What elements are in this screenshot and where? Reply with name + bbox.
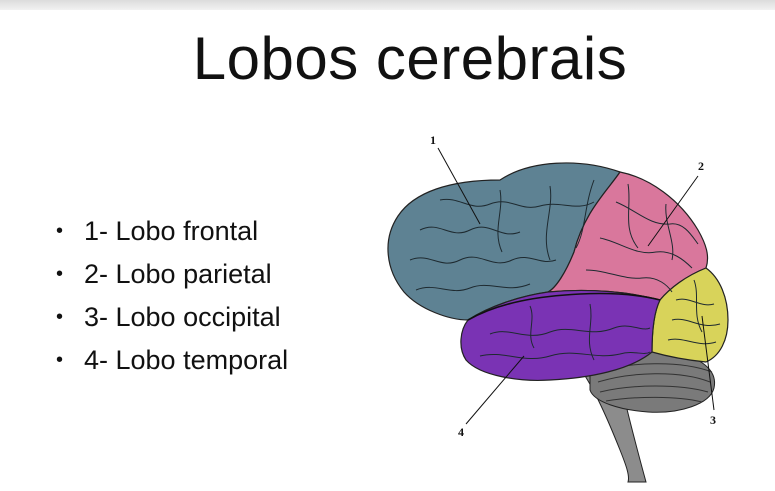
bullet-icon: • xyxy=(56,296,84,339)
bullet-icon: • xyxy=(56,339,84,382)
lobe-list: •1- Lobo frontal •2- Lobo parietal •3- L… xyxy=(56,210,288,382)
bullet-icon: • xyxy=(56,210,84,253)
list-item-text: 2- Lobo parietal xyxy=(84,259,272,289)
list-item-text: 1- Lobo frontal xyxy=(84,216,258,246)
brain-diagram: 1 2 3 4 xyxy=(380,120,760,490)
marker-label: 2 xyxy=(698,159,704,173)
list-item: •3- Lobo occipital xyxy=(56,296,288,339)
slide-title: Lobos cerebrais xyxy=(0,24,775,93)
list-item-text: 4- Lobo temporal xyxy=(84,345,288,375)
list-item: •4- Lobo temporal xyxy=(56,339,288,382)
list-item: •1- Lobo frontal xyxy=(56,210,288,253)
marker-label: 4 xyxy=(458,425,464,439)
bullet-icon: • xyxy=(56,253,84,296)
marker-label: 3 xyxy=(710,413,716,427)
list-item: •2- Lobo parietal xyxy=(56,253,288,296)
slide: Lobos cerebrais •1- Lobo frontal •2- Lob… xyxy=(0,10,775,491)
marker-label: 1 xyxy=(430,133,436,147)
list-item-text: 3- Lobo occipital xyxy=(84,302,281,332)
slide-shadow xyxy=(0,0,775,10)
